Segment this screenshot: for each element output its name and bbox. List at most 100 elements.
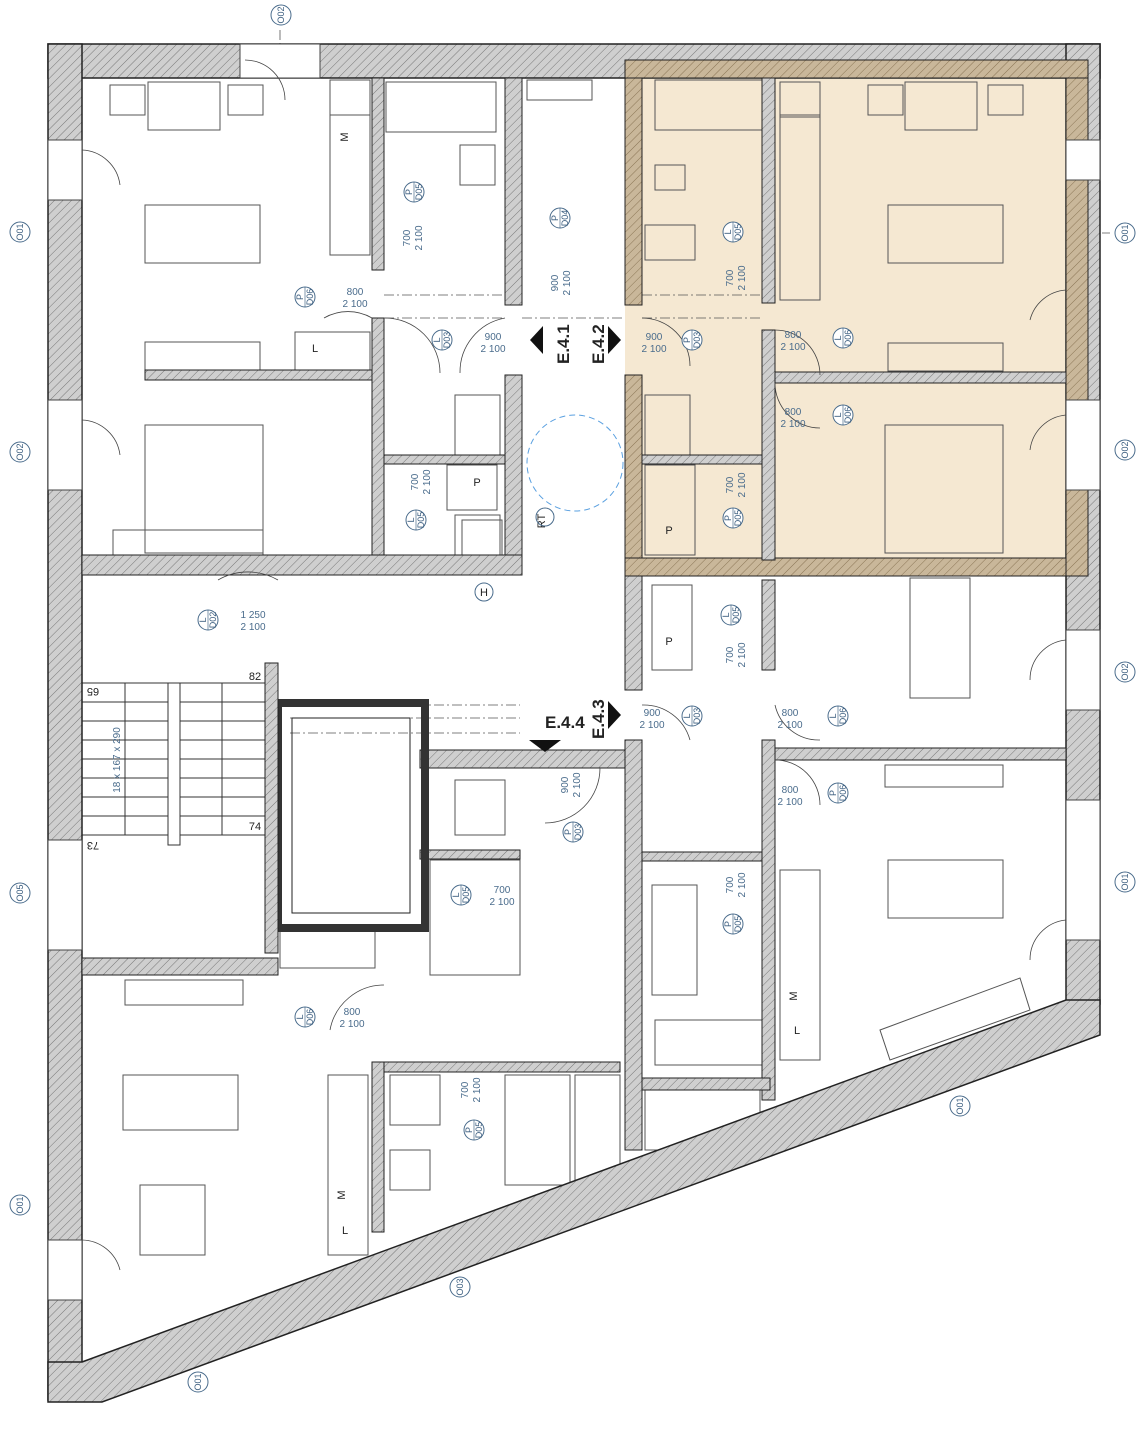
svg-text:800: 800 bbox=[347, 287, 364, 298]
door-swing[interactable] bbox=[1029, 919, 1067, 961]
fixture-mark: L bbox=[312, 343, 318, 355]
door-swing[interactable] bbox=[459, 317, 506, 374]
svg-text:2 100: 2 100 bbox=[737, 642, 748, 667]
door-swing[interactable] bbox=[323, 311, 373, 319]
furniture-item bbox=[867, 84, 904, 116]
exterior-wall bbox=[47, 43, 83, 1401]
furniture-item bbox=[654, 1019, 766, 1066]
furniture-item bbox=[389, 1074, 441, 1126]
stair-well bbox=[167, 682, 181, 846]
interior-wall bbox=[383, 454, 506, 465]
door-code: D05 bbox=[474, 1122, 484, 1139]
interior-wall bbox=[774, 371, 1067, 384]
svg-text:800: 800 bbox=[782, 785, 799, 796]
furniture-item bbox=[887, 342, 1004, 372]
door-swing[interactable] bbox=[774, 382, 821, 429]
fixture-mark: RT bbox=[536, 513, 548, 528]
window bbox=[47, 839, 83, 951]
highlighted-apartment[interactable] bbox=[625, 60, 1088, 576]
fixture-mark: L bbox=[342, 1225, 348, 1237]
furniture-item bbox=[654, 164, 686, 191]
furniture-item bbox=[904, 81, 978, 131]
door-code: D05 bbox=[733, 224, 743, 241]
door-code: D05 bbox=[416, 512, 426, 529]
furniture-item bbox=[112, 529, 264, 556]
svg-text:O01: O01 bbox=[15, 223, 25, 240]
elevation-arrow-icon bbox=[529, 740, 561, 752]
furniture-item bbox=[779, 81, 821, 118]
svg-text:700: 700 bbox=[725, 646, 736, 663]
elevator-car bbox=[291, 717, 411, 914]
interior-wall bbox=[761, 329, 776, 561]
window-tag: O01 bbox=[187, 1371, 209, 1393]
svg-text:700: 700 bbox=[725, 269, 736, 286]
walls bbox=[47, 43, 1101, 1403]
svg-text:E.4.4: E.4.4 bbox=[545, 713, 585, 732]
interior-wall bbox=[371, 1061, 385, 1233]
door-swing[interactable] bbox=[1029, 289, 1067, 321]
furniture-item bbox=[651, 884, 698, 996]
svg-text:700: 700 bbox=[725, 876, 736, 893]
door-swing[interactable] bbox=[329, 984, 385, 1031]
door-swing[interactable] bbox=[544, 767, 601, 824]
door-swing[interactable] bbox=[384, 317, 441, 374]
fixture-mark: H bbox=[480, 587, 488, 599]
door-swing[interactable] bbox=[774, 704, 821, 741]
furniture-item bbox=[329, 79, 371, 116]
door-swing[interactable] bbox=[641, 317, 691, 367]
door-swing[interactable] bbox=[1029, 639, 1067, 681]
interior-wall bbox=[761, 579, 776, 671]
furniture-item bbox=[887, 859, 1004, 919]
interior-wall bbox=[624, 575, 643, 691]
door-side: P bbox=[682, 337, 692, 343]
furniture-item bbox=[446, 464, 498, 511]
door-swing[interactable] bbox=[641, 704, 691, 741]
furniture-item bbox=[144, 424, 264, 554]
stair-level: 74 bbox=[249, 821, 261, 833]
svg-text:2 100: 2 100 bbox=[339, 1019, 364, 1030]
door-swing[interactable] bbox=[1029, 414, 1067, 451]
door-swing[interactable] bbox=[244, 59, 286, 101]
window-tag: O05 bbox=[9, 882, 31, 904]
door-swing[interactable] bbox=[81, 419, 121, 456]
fixture-mark: L bbox=[794, 1025, 800, 1037]
furniture-item bbox=[887, 204, 1004, 264]
svg-text:700: 700 bbox=[410, 473, 421, 490]
furniture-item bbox=[429, 859, 521, 976]
door-swing[interactable] bbox=[217, 571, 279, 581]
furniture-item bbox=[644, 224, 696, 261]
fixture-mark: P bbox=[665, 525, 672, 537]
furniture-item bbox=[884, 424, 1004, 554]
furniture-item bbox=[526, 79, 593, 101]
door-swing[interactable] bbox=[774, 759, 821, 806]
fixture-mark: P bbox=[665, 636, 672, 648]
door-swing[interactable] bbox=[81, 1239, 121, 1271]
svg-text:800: 800 bbox=[785, 330, 802, 341]
window-tag: O02 bbox=[1114, 439, 1136, 461]
door-swing[interactable] bbox=[81, 149, 121, 186]
svg-text:E.4.2: E.4.2 bbox=[589, 324, 608, 364]
stair-level: 73 bbox=[87, 839, 99, 851]
fixture-mark: M bbox=[336, 1190, 348, 1199]
elevator-shaft bbox=[274, 699, 429, 932]
svg-text:O02: O02 bbox=[1120, 663, 1130, 680]
door-side: L bbox=[198, 617, 208, 622]
door-swing[interactable] bbox=[774, 329, 821, 376]
svg-text:900: 900 bbox=[550, 274, 561, 291]
svg-text:2 100: 2 100 bbox=[414, 225, 425, 250]
